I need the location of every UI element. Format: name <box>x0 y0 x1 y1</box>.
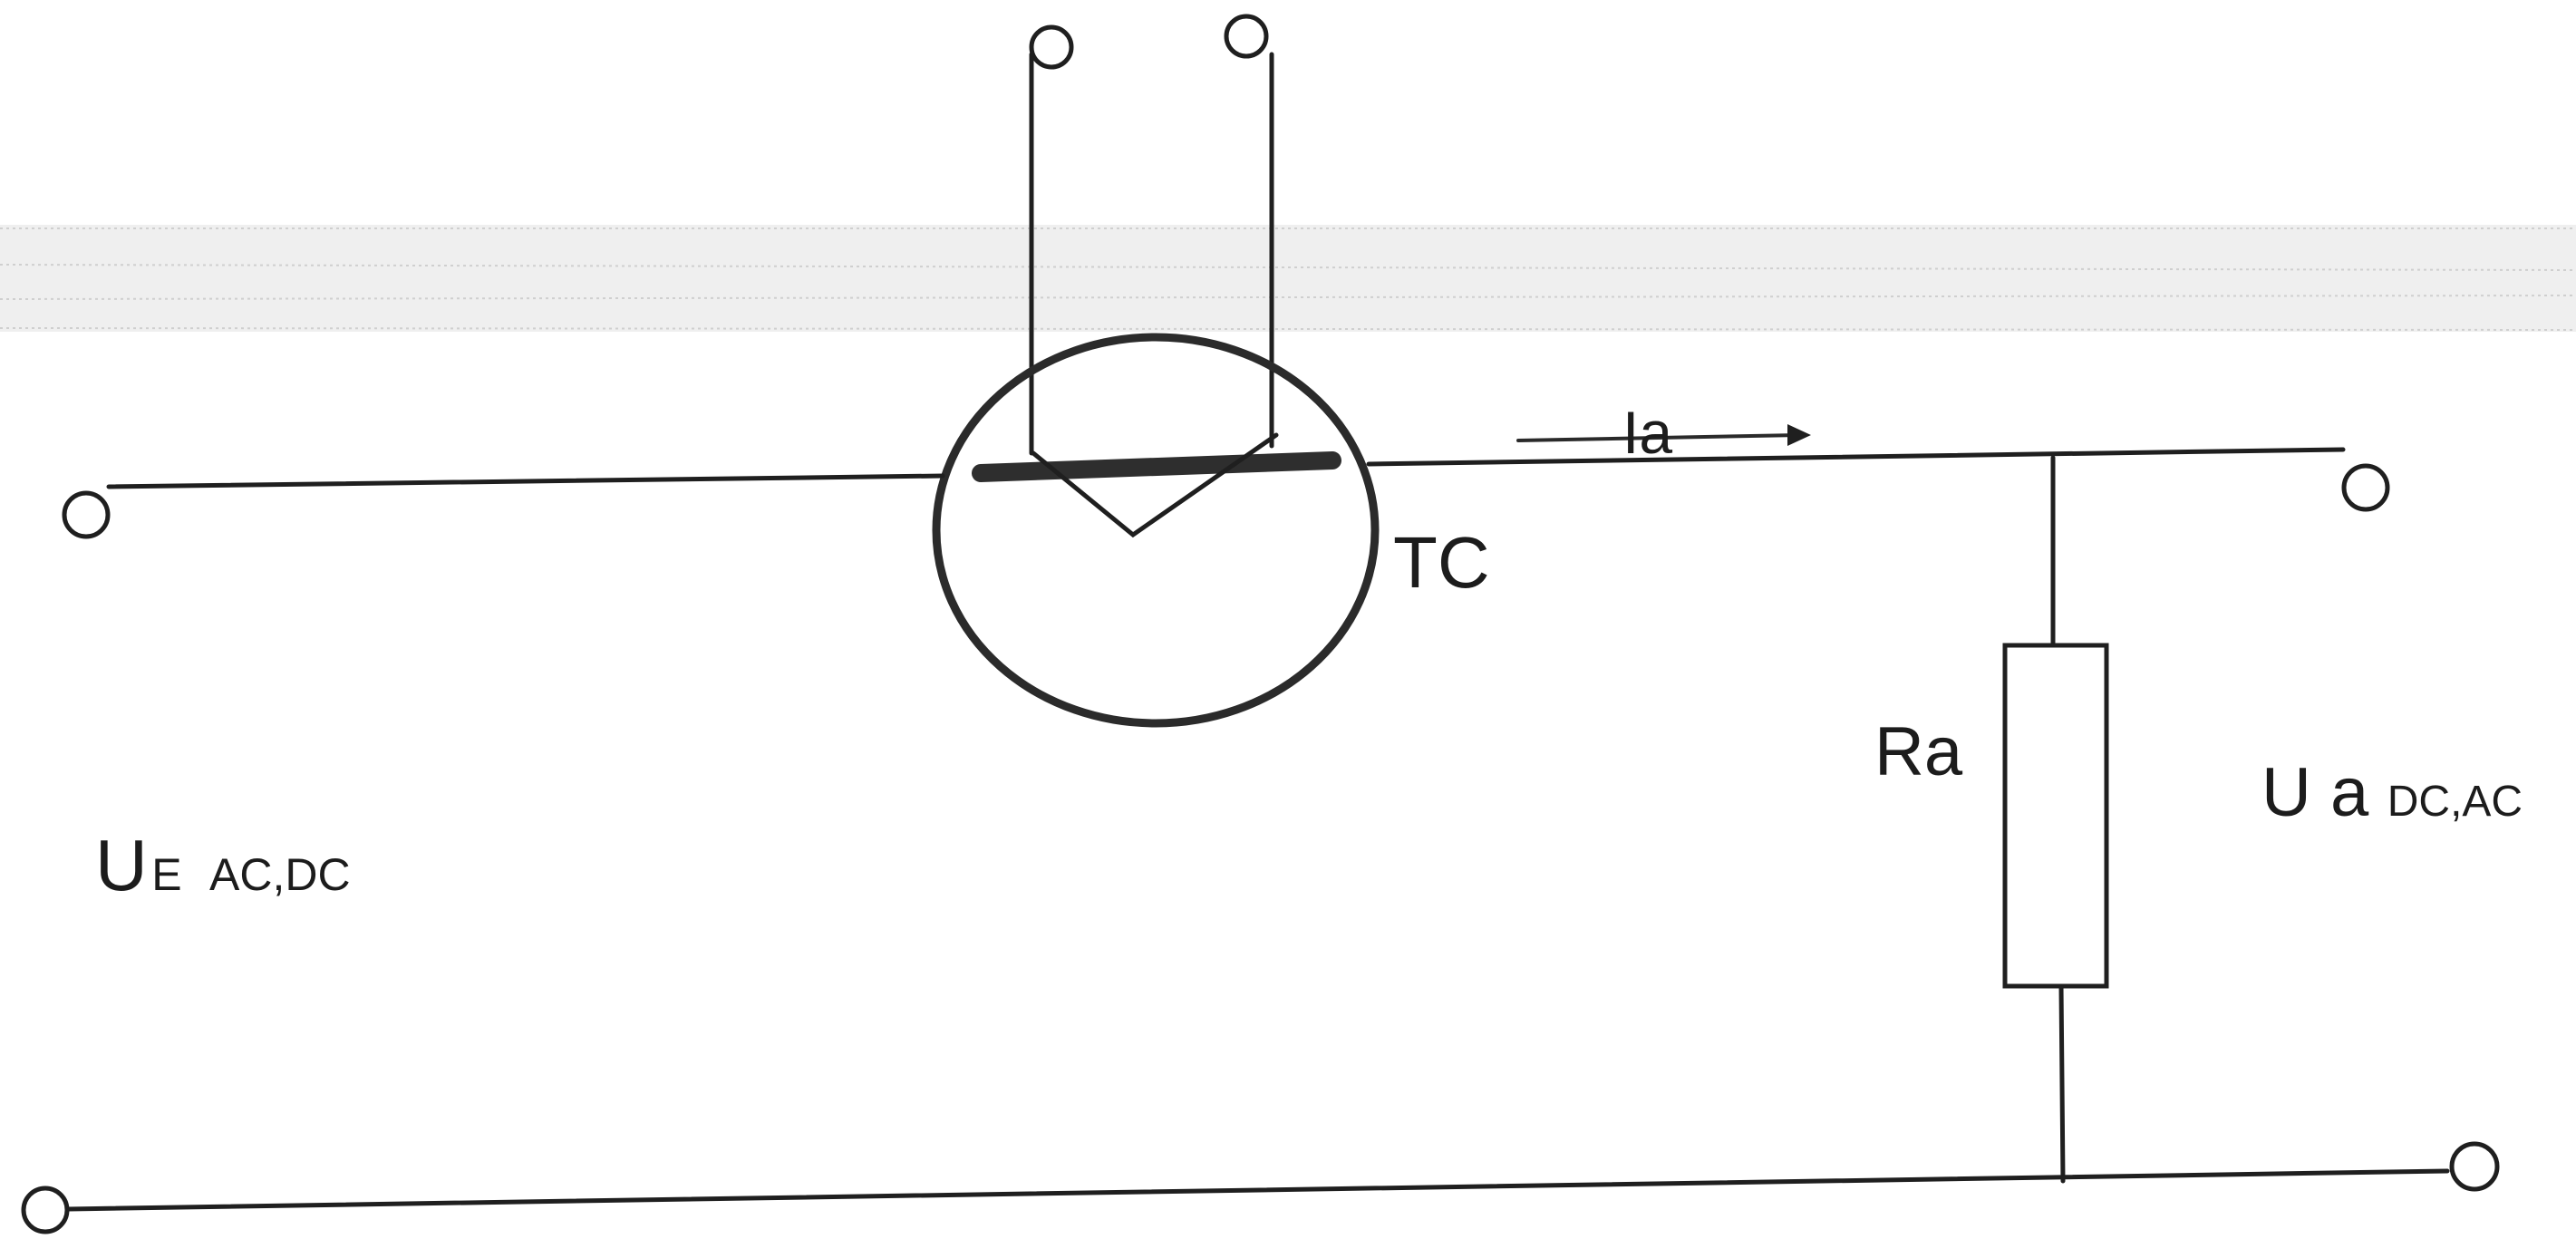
input-voltage-subscript: E <box>151 849 181 900</box>
output-voltage-type: DC,AC <box>2387 778 2523 826</box>
scan-artifact-band <box>0 225 2576 332</box>
thermocouple-junction <box>1031 432 1279 538</box>
resistor-lead-bottom <box>2058 983 2066 1184</box>
output-current-label: Ia <box>1622 399 1672 466</box>
output-terminal-top <box>2341 463 2390 512</box>
load-resistor <box>2002 643 2109 989</box>
heater-terminal-right <box>1224 14 1269 59</box>
current-arrow-head <box>1787 424 1811 446</box>
output-voltage-label: U a DC,AC <box>2261 754 2523 831</box>
input-terminal-top <box>62 490 111 539</box>
thermocouple-envelope <box>932 333 1380 728</box>
current-arrow-shaft <box>1516 433 1801 442</box>
heater-wire <box>972 451 1341 482</box>
thermocouple-label: TC <box>1393 522 1490 603</box>
return-wire-bottom <box>65 1168 2450 1212</box>
input-wire-top <box>106 473 945 489</box>
input-terminal-bottom <box>21 1186 70 1234</box>
input-voltage-label: U E AC,DC <box>95 825 351 905</box>
output-wire-top <box>1366 447 2346 467</box>
load-resistor-label: Ra <box>1874 713 1963 790</box>
input-voltage-symbol: U <box>95 825 148 905</box>
input-voltage-type: AC,DC <box>209 849 351 900</box>
heater-terminal-left <box>1029 24 1074 70</box>
output-terminal-bottom <box>2449 1141 2500 1192</box>
output-voltage-symbol: U a <box>2261 754 2369 831</box>
